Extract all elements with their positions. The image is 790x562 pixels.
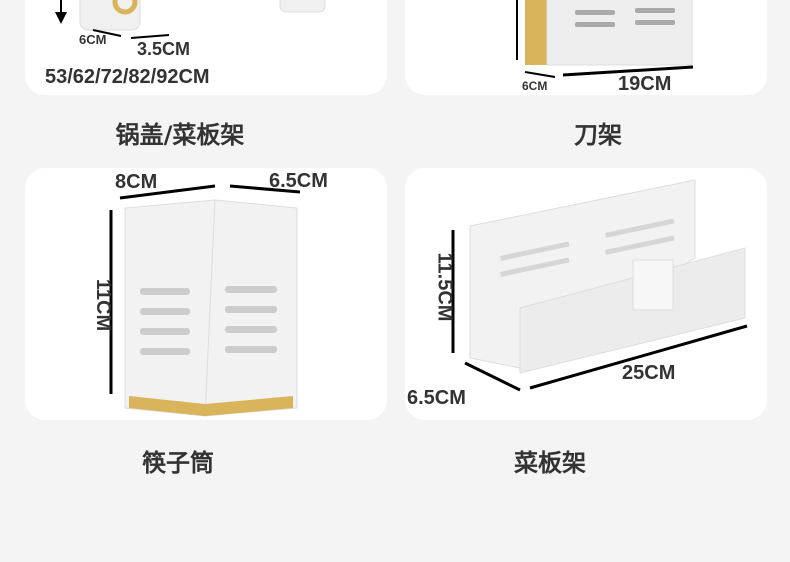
label-lid-rack: 锅盖/菜板架 [115,121,245,149]
dim-width: 8CM [115,171,158,193]
label-board-rack: 菜板架 [514,449,586,477]
dim-depth: 6CM [79,32,107,47]
dim-height: 11.5CM [433,252,456,322]
dim-height: 11CM [92,278,115,332]
product-card-board-rack: 11.5CM 6.5CM 25CM [405,168,767,420]
board-rack-image [451,179,748,392]
product-card-chopstick-holder: 8CM 6.5CM 11CM [25,168,387,420]
dim-depth: 6.5CM [269,170,328,192]
dim-width: 3.5CM [137,39,191,59]
lid-rack-image [55,0,326,39]
label-chopstick-holder: 筷子筒 [142,449,214,477]
dim-depth: 6.5CM [407,387,466,409]
dim-depth: 6CM [522,79,548,93]
product-card-knife-rack: 6CM 19CM [405,0,767,95]
product-card-lid-rack: 6CM 3.5CM 53/62/72/82/92CM [25,0,387,95]
dim-lengths: 53/62/72/82/92CM [45,66,210,88]
dim-length: 25CM [622,362,676,384]
label-knife-rack: 刀架 [574,121,622,149]
knife-rack-image [516,0,694,78]
dim-length: 19CM [618,73,672,95]
chopstick-holder-image [109,184,301,417]
